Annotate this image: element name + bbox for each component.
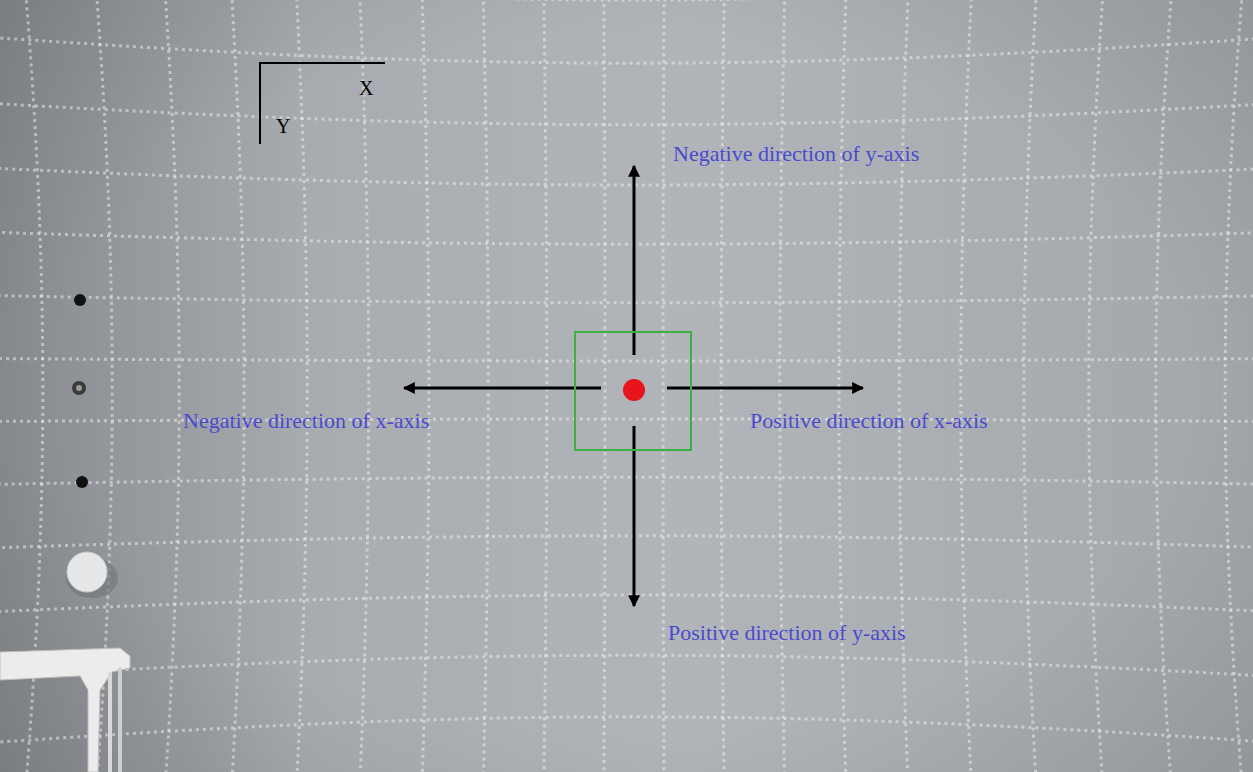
grid-line: [0, 595, 1253, 625]
grid-line: [721, 0, 727, 772]
device-rod: [118, 668, 122, 772]
grid-line: [479, 0, 488, 772]
grid-line: [0, 87, 1253, 125]
grid-line: [0, 357, 1253, 361]
grid-line: [220, 0, 244, 772]
grid-line: [1024, 0, 1048, 772]
direction-label: Negative direction of x-axis: [183, 408, 429, 434]
arrow-up: [633, 166, 636, 355]
grid-line: [961, 0, 982, 772]
grid-line: [0, 223, 1253, 244]
arrow-left: [404, 387, 601, 390]
grid-line: [1225, 0, 1253, 772]
grid-line: [1089, 0, 1117, 772]
grid-line: [899, 0, 916, 772]
axis-letter: X: [359, 76, 373, 100]
wall-hole: [76, 476, 88, 488]
grid-line: [0, 155, 1253, 185]
wall-screw: [72, 381, 86, 395]
grid-line: [603, 0, 605, 772]
arrow-right: [667, 387, 863, 390]
wall-screw: [76, 385, 82, 391]
grid-line: [0, 290, 1253, 303]
wall-hole: [74, 294, 86, 306]
grid-line: [0, 717, 1253, 764]
direction-label: Negative direction of y-axis: [673, 141, 919, 167]
device-rod: [108, 672, 112, 772]
grid-line: [0, 0, 1253, 1]
axis-corner: [260, 63, 385, 144]
grid-line: [0, 536, 1253, 557]
grid-line: [780, 0, 789, 772]
grid-line: [541, 0, 547, 772]
origin-dot: [623, 379, 645, 401]
direction-label: Positive direction of y-axis: [668, 620, 906, 646]
axis-letter: Y: [276, 114, 290, 138]
grid-line: [1156, 0, 1188, 772]
grid-line: [0, 477, 1253, 490]
grid-line: [151, 0, 179, 772]
grid-line: [352, 0, 369, 772]
direction-label: Positive direction of x-axis: [750, 408, 988, 434]
device-bracket: [0, 648, 130, 772]
arrow-down: [633, 426, 636, 606]
grid-line: [663, 0, 665, 772]
grid-line: [0, 17, 1253, 64]
grid-line: [416, 0, 429, 772]
target-box: [575, 332, 691, 450]
grid-line: [0, 655, 1253, 693]
knob: [67, 552, 107, 592]
grid-line: [839, 0, 852, 772]
